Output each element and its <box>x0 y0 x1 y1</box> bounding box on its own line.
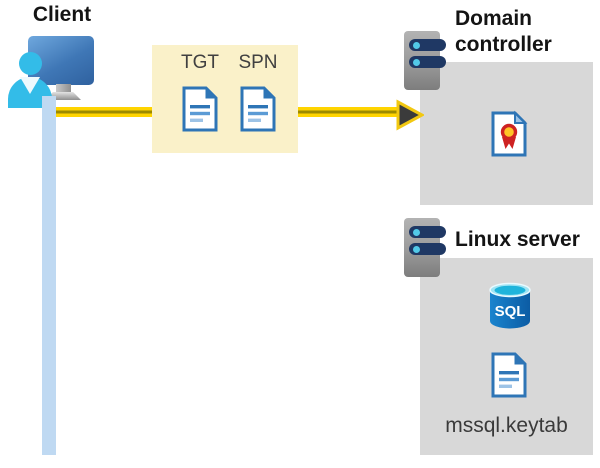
spn-document-icon <box>240 86 276 132</box>
monitor-stand <box>56 84 71 94</box>
sql-database-icon: SQL <box>489 282 531 329</box>
user-icon <box>19 52 42 75</box>
server-led-icon <box>413 228 420 236</box>
server-bar <box>409 226 446 238</box>
tgt-document-icon <box>182 86 218 132</box>
keytab-file-label: mssql.keytab <box>445 414 568 437</box>
sql-label: SQL <box>495 303 526 320</box>
linux-server-icon <box>404 218 446 277</box>
server-bar <box>409 39 446 51</box>
client-title: Client <box>32 3 92 26</box>
spn-label: SPN <box>238 52 278 73</box>
server-led-icon <box>413 245 420 253</box>
certificate-icon <box>491 110 528 157</box>
user-collar <box>20 77 40 94</box>
monitor-stand-base <box>45 92 81 100</box>
linux-server-title: Linux server <box>455 228 580 251</box>
keytab-document-icon <box>491 352 527 398</box>
tgt-label: TGT <box>181 52 219 73</box>
server-led-icon <box>413 58 420 66</box>
client-lifeline <box>42 96 56 455</box>
domain-controller-server-icon <box>404 31 446 90</box>
server-bar <box>409 243 446 255</box>
server-led-icon <box>413 41 420 49</box>
server-bar <box>409 56 446 68</box>
domain-controller-title: Domain controller <box>455 7 552 56</box>
arrow-right-icon <box>396 99 424 131</box>
